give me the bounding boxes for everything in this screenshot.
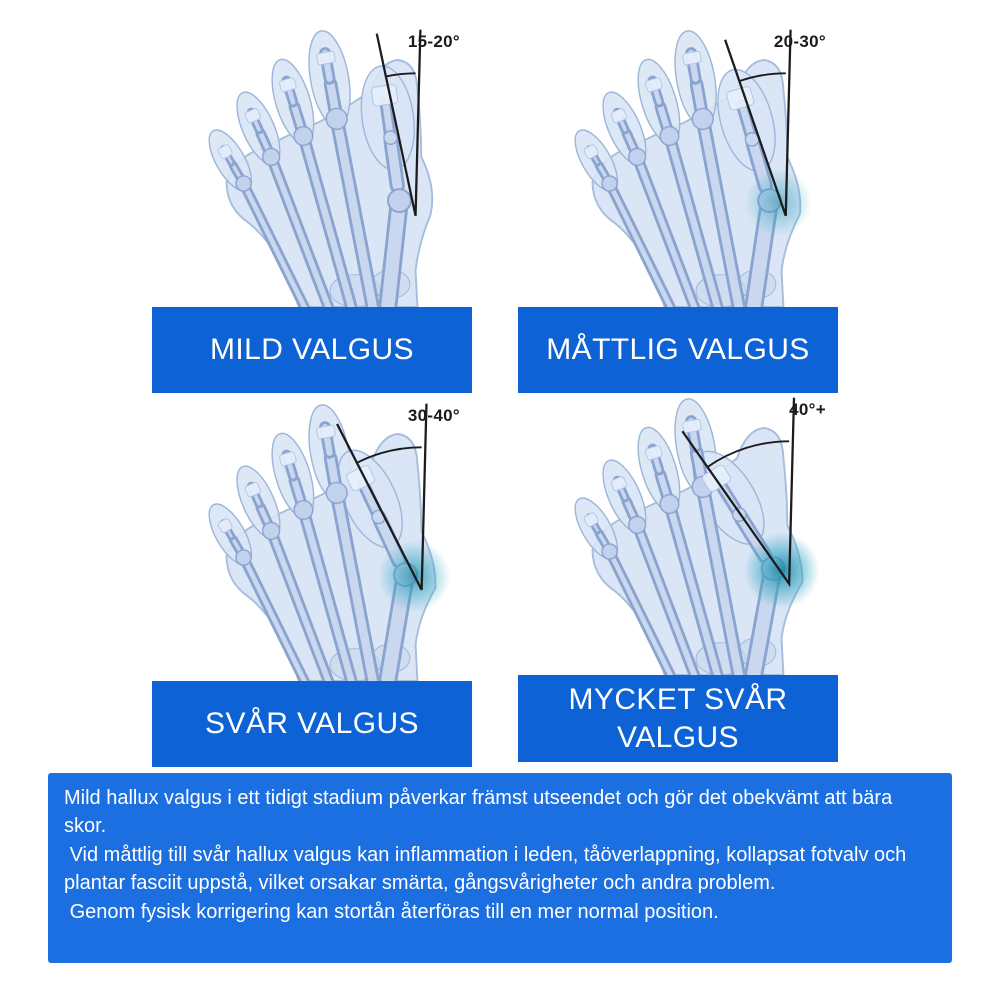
foot-xray-illustration-mild: 15-20° [152,22,472,307]
severity-label: MILD VALGUS [210,333,414,367]
description-paragraph-2: Vid måttlig till svår hallux valgus kan … [64,843,912,895]
foot-xray-graphic [574,397,820,675]
severity-label-bar: MÅTTLIG VALGUS [518,307,838,393]
severity-label: SVÅR VALGUS [205,707,419,741]
foot-xray-graphic [574,29,812,307]
angle-measurement-label: 20-30° [773,32,826,51]
panel-moderate-valgus: 20-30° MÅTTLIG VALGUS [518,22,838,393]
panel-mild-valgus: 15-20° MILD VALGUS [152,22,472,393]
panel-very-severe-valgus: 40°+ MYCKET SVÅR VALGUS [518,390,838,762]
angle-measurement-label: 15-20° [407,32,460,51]
angle-measurement-label: 40°+ [789,400,826,419]
panel-severe-valgus: 30-40° SVÅR VALGUS [152,396,472,767]
foot-xray-illustration-very-severe: 40°+ [518,390,838,675]
severity-label-bar: MYCKET SVÅR VALGUS [518,675,838,762]
description-box: Mild hallux valgus i ett tidigt stadium … [48,773,952,963]
foot-xray-graphic [208,29,434,307]
angle-measurement-label: 30-40° [407,406,460,425]
foot-xray-illustration-severe: 30-40° [152,396,472,681]
severity-label-bar: SVÅR VALGUS [152,681,472,767]
description-paragraph-1: Mild hallux valgus i ett tidigt stadium … [64,787,898,838]
description-paragraph-3: Genom fysisk korrigering kan stortån åte… [64,900,719,923]
severity-label: MÅTTLIG VALGUS [546,333,810,367]
foot-xray-graphic [208,403,451,681]
foot-xray-illustration-moderate: 20-30° [518,22,838,307]
severity-label: MYCKET SVÅR VALGUS [568,683,788,754]
severity-label-bar: MILD VALGUS [152,307,472,393]
